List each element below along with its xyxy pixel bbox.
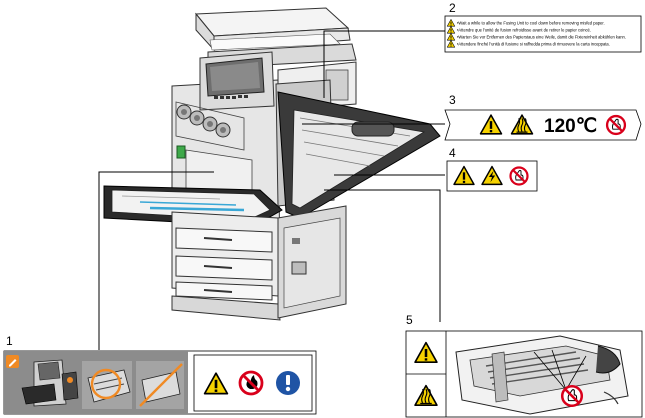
label-2-line: •Warten Sie vor Entfernen des Papierstau… <box>457 35 626 40</box>
temperature-text: 120℃ <box>544 116 597 137</box>
callout-number-3: 3 <box>449 93 456 107</box>
no-touch-icon <box>605 114 627 136</box>
no-open-flame-icon <box>238 370 264 396</box>
label-5-fusing-unit <box>405 330 643 418</box>
no-touch-icon <box>509 166 529 186</box>
label-2-line: •Attendere finché l'unità di fusione si … <box>457 42 610 47</box>
paper-trays <box>171 205 347 321</box>
green-lever <box>176 145 186 159</box>
printer-thumbnail <box>21 359 79 407</box>
label-4-electric-shock <box>446 160 538 192</box>
label-2-warning-text: •Wait a while to allow the Fusing Unit t… <box>444 15 642 53</box>
printer-illustration <box>103 7 441 321</box>
callout-number-5: 5 <box>406 313 413 327</box>
label-1-instruction-strip <box>3 350 317 415</box>
label-3-hot-temperature: 120℃ <box>444 109 642 141</box>
toner-cartridges <box>175 101 245 151</box>
no-touch-icon <box>560 384 584 408</box>
callout-number-1: 1 <box>6 334 13 348</box>
label-2-line: •Attendre que l'unité de fusion refroidi… <box>457 28 591 33</box>
prohibited-action-thumbnail <box>136 361 184 409</box>
fusing-unit-thumbnail <box>82 361 132 409</box>
callout-number-2: 2 <box>449 1 456 15</box>
label-2-line: •Wait a while to allow the Fusing Unit t… <box>457 21 605 26</box>
fusing-unit-illustration <box>455 335 629 415</box>
mandatory-action-icon <box>276 371 300 395</box>
right-cover-open <box>277 91 441 219</box>
leader-lines <box>98 30 445 350</box>
callout-number-4: 4 <box>449 146 456 160</box>
control-panel <box>199 51 275 111</box>
